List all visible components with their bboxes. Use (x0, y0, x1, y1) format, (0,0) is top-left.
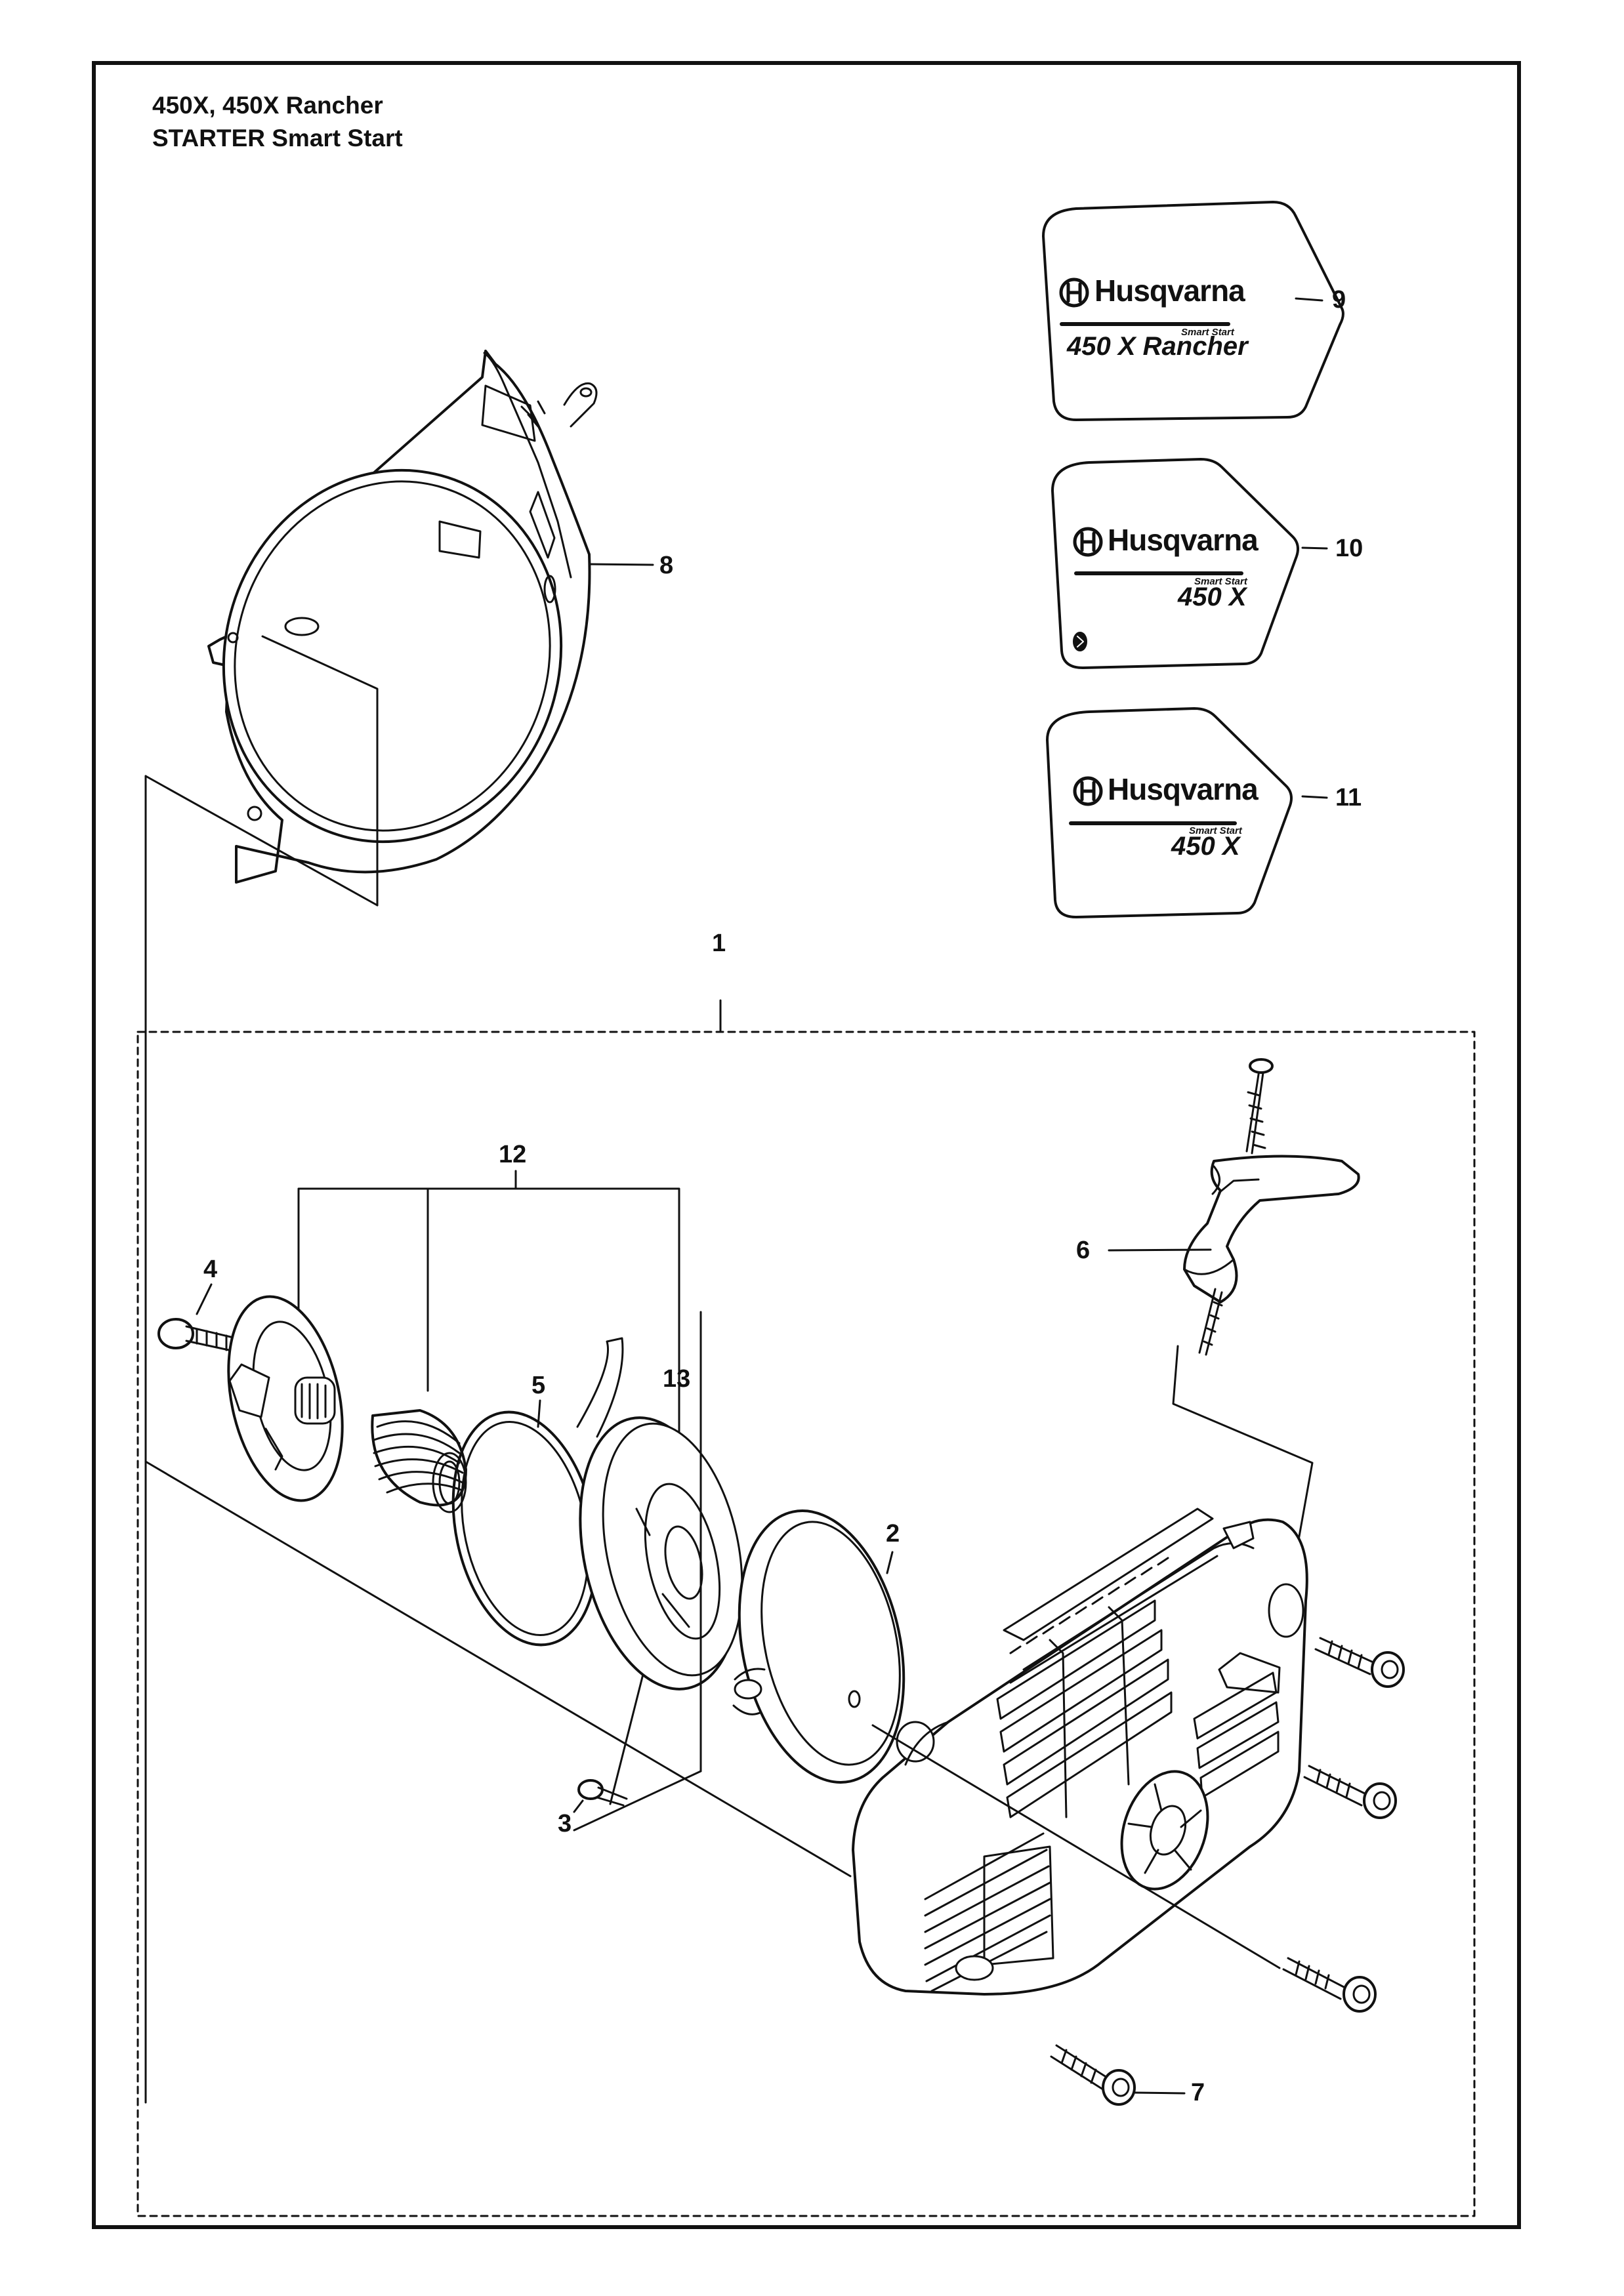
husqvarna-crown-logo-icon (1059, 277, 1089, 308)
callout-5: 5 (531, 1372, 546, 1399)
bolt-7-bottom (1050, 2044, 1186, 2106)
page-title: 450X, 450X Rancher STARTER Smart Start (152, 89, 403, 155)
title-model-line: 450X, 450X Rancher (152, 92, 383, 119)
bolt-4 (157, 1283, 238, 1353)
title-assembly-line: STARTER Smart Start (152, 125, 403, 152)
callout-8: 8 (659, 552, 674, 579)
rope-pulley-13 (579, 1416, 743, 1691)
bluetooth-icon (1073, 632, 1087, 651)
decal-10-model: 450 X (1178, 583, 1247, 611)
callout-12: 12 (499, 1141, 527, 1168)
callout-13: 13 (663, 1365, 691, 1393)
decal-10-brand: Husqvarna (1108, 523, 1259, 557)
kit-boundary (136, 1031, 1476, 2217)
callout-10: 10 (1335, 535, 1364, 562)
callout-6: 6 (1076, 1237, 1091, 1264)
decal-9-brand: Husqvarna (1094, 274, 1245, 308)
bolt-7-lower (1282, 1957, 1377, 2013)
decal-9-tagline: Smart Start (1181, 327, 1234, 338)
callout-7: 7 (1191, 2079, 1205, 2106)
starter-housing (852, 1507, 1308, 1996)
starter-handle-6 (1108, 1058, 1360, 1648)
decal-11-brand: Husqvarna (1108, 772, 1259, 806)
decal-450x (1046, 707, 1293, 918)
callout-3: 3 (558, 1810, 572, 1837)
starter-pawl-hub (227, 1295, 344, 1502)
husqvarna-crown-logo-icon (1073, 776, 1103, 806)
callout-1: 1 (712, 930, 726, 957)
fan-housing-cover (207, 350, 598, 884)
callout-2: 2 (886, 1520, 900, 1548)
callout-9: 9 (1332, 286, 1346, 314)
coil-spring (371, 1409, 467, 1513)
decal-10-tagline: Smart Start (1194, 576, 1247, 587)
decal-450x-rancher (1042, 201, 1344, 421)
decal-11-model: 450 X (1171, 832, 1240, 861)
decal-450x-bluetooth (1051, 458, 1299, 669)
husqvarna-crown-logo-icon (1073, 527, 1103, 557)
bolt-7-middle (1303, 1765, 1397, 1819)
callout-4: 4 (203, 1256, 218, 1283)
bolt-7-upper (1314, 1637, 1405, 1688)
diagram-frame (92, 61, 1521, 2229)
callout-11: 11 (1335, 784, 1362, 811)
screw-3 (573, 1779, 628, 1813)
decal-11-tagline: Smart Start (1189, 825, 1242, 836)
decal-9-model: 450 X Rancher (1067, 332, 1248, 361)
pawl-plate-2 (732, 1509, 906, 1784)
